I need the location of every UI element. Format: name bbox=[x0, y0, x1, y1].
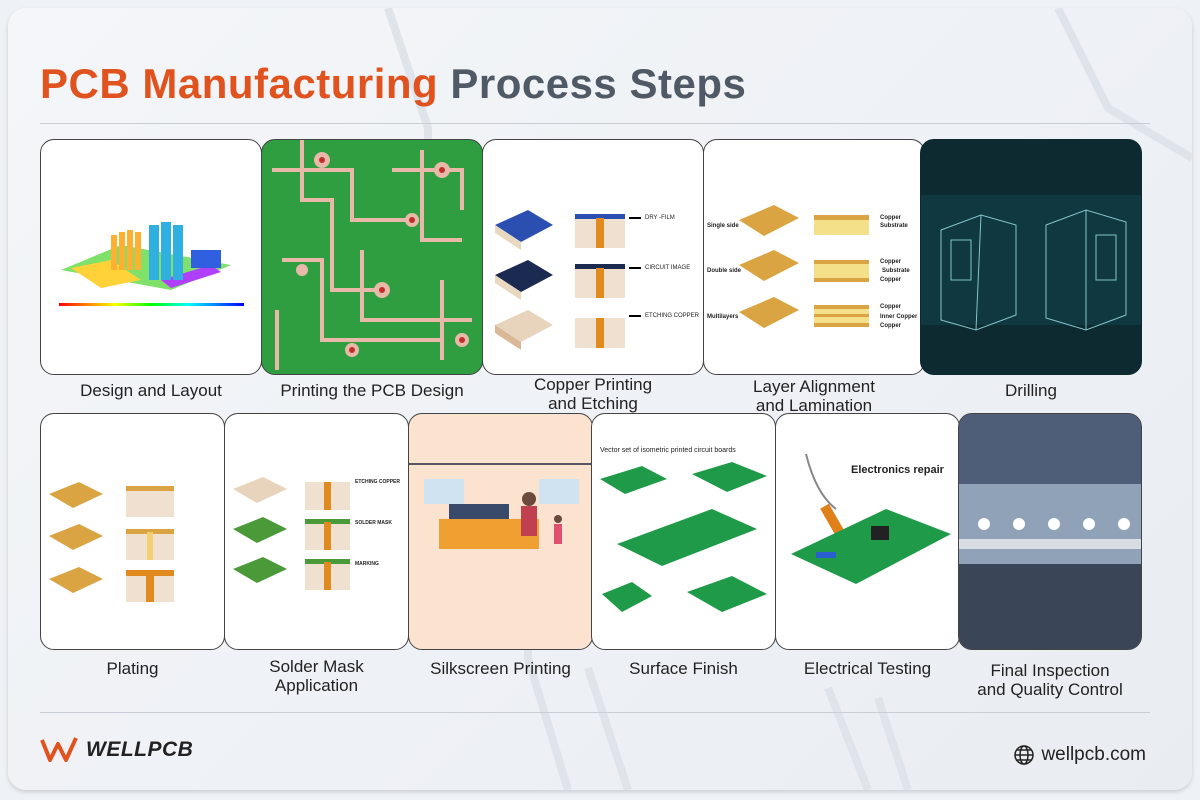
lamination-diagram bbox=[739, 205, 869, 328]
card-design-layout bbox=[40, 139, 262, 375]
brand-name: WELLPCB bbox=[86, 738, 194, 761]
step-label: Surface Finish bbox=[629, 659, 738, 678]
step-label: Printing the PCB Design bbox=[280, 381, 464, 400]
annotation: Copper bbox=[880, 323, 901, 329]
card-layer-lamination: Single side Double side Multilayers Copp… bbox=[703, 139, 925, 375]
pcb-layout-image bbox=[272, 140, 472, 370]
label-line: Application bbox=[274, 676, 359, 695]
card-final-inspection bbox=[958, 413, 1142, 650]
annotation: Copper bbox=[880, 277, 901, 283]
annotation: Substrate bbox=[882, 268, 910, 274]
card-drilling bbox=[920, 139, 1142, 375]
label-line: and Lamination bbox=[755, 396, 873, 415]
annotation: CIRCUIT IMAGE bbox=[645, 265, 691, 271]
step-label: Design and Layout bbox=[80, 381, 222, 400]
annotation: Copper bbox=[880, 215, 901, 221]
card-electrical-testing: Electronics repair bbox=[775, 413, 960, 650]
row-label: Single side bbox=[707, 223, 739, 229]
annotation: SOLDER MASK bbox=[355, 520, 392, 526]
electronics-repair-image bbox=[791, 453, 951, 584]
row-label: Double side bbox=[707, 268, 742, 274]
card-plating bbox=[40, 413, 225, 650]
label-line: Layer Alignment bbox=[753, 377, 875, 396]
globe-icon bbox=[1014, 745, 1035, 765]
website-link[interactable]: wellpcb.com bbox=[1041, 744, 1146, 765]
annotation: ETCHING COPPER bbox=[355, 479, 401, 485]
drilling-machine-image bbox=[921, 195, 1141, 331]
page-title: PCB Manufacturing Process Steps bbox=[40, 60, 746, 108]
label-line: and Quality Control bbox=[977, 680, 1123, 699]
annotation: DRY -FILM bbox=[645, 215, 675, 221]
annotation: MARKING bbox=[355, 561, 379, 567]
annotation: Substrate bbox=[880, 223, 908, 229]
title-rest: Process Steps bbox=[450, 60, 747, 107]
title-highlight: PCB Manufacturing bbox=[40, 60, 439, 107]
step-label: Plating bbox=[106, 659, 159, 678]
annotation: Inner Copper bbox=[880, 314, 918, 320]
solder-mask-diagram bbox=[233, 477, 350, 590]
silkscreen-illustration bbox=[409, 463, 592, 549]
annotation: ETCHING COPPER bbox=[645, 313, 700, 319]
card-silkscreen bbox=[408, 413, 593, 650]
divider bbox=[40, 712, 1150, 713]
row-label: Multilayers bbox=[707, 314, 739, 320]
card-solder-mask: ETCHING COPPER SOLDER MASK MARKING bbox=[224, 413, 409, 650]
website[interactable]: wellpcb.com bbox=[1013, 744, 1146, 766]
isometric-boards-image bbox=[600, 462, 767, 612]
card-surface-finish: Vector set of isometric printed circuit … bbox=[591, 413, 776, 650]
step-label: Silkscreen Printing bbox=[430, 659, 571, 678]
label-line: Final Inspection bbox=[990, 661, 1110, 680]
infographic: PCB Manufacturing Process Steps Design a… bbox=[8, 8, 1192, 790]
annotation: Copper bbox=[880, 304, 901, 310]
plating-diagram bbox=[49, 482, 174, 602]
image-caption: Electronics repair bbox=[851, 464, 944, 476]
label-line: and Etching bbox=[548, 394, 638, 413]
label-line: Copper Printing bbox=[533, 375, 653, 394]
inspection-line-image bbox=[959, 414, 1141, 649]
wellpcb-logo: WELLPCB bbox=[40, 736, 193, 764]
card-copper-etching: DRY -FILM CIRCUIT IMAGE ETCHING COPPER bbox=[482, 139, 704, 375]
card-printing-design bbox=[261, 139, 483, 375]
thermal-plot-image bbox=[59, 222, 244, 306]
step-label: Drilling bbox=[1005, 381, 1057, 400]
image-caption: Vector set of isometric printed circuit … bbox=[600, 447, 736, 454]
step-label: Electrical Testing bbox=[803, 659, 932, 678]
divider bbox=[40, 123, 1150, 124]
label-line: Solder Mask bbox=[269, 657, 364, 676]
annotation: Copper bbox=[880, 259, 901, 265]
etching-diagram bbox=[495, 210, 641, 350]
wellpcb-logo-mark bbox=[40, 737, 78, 762]
